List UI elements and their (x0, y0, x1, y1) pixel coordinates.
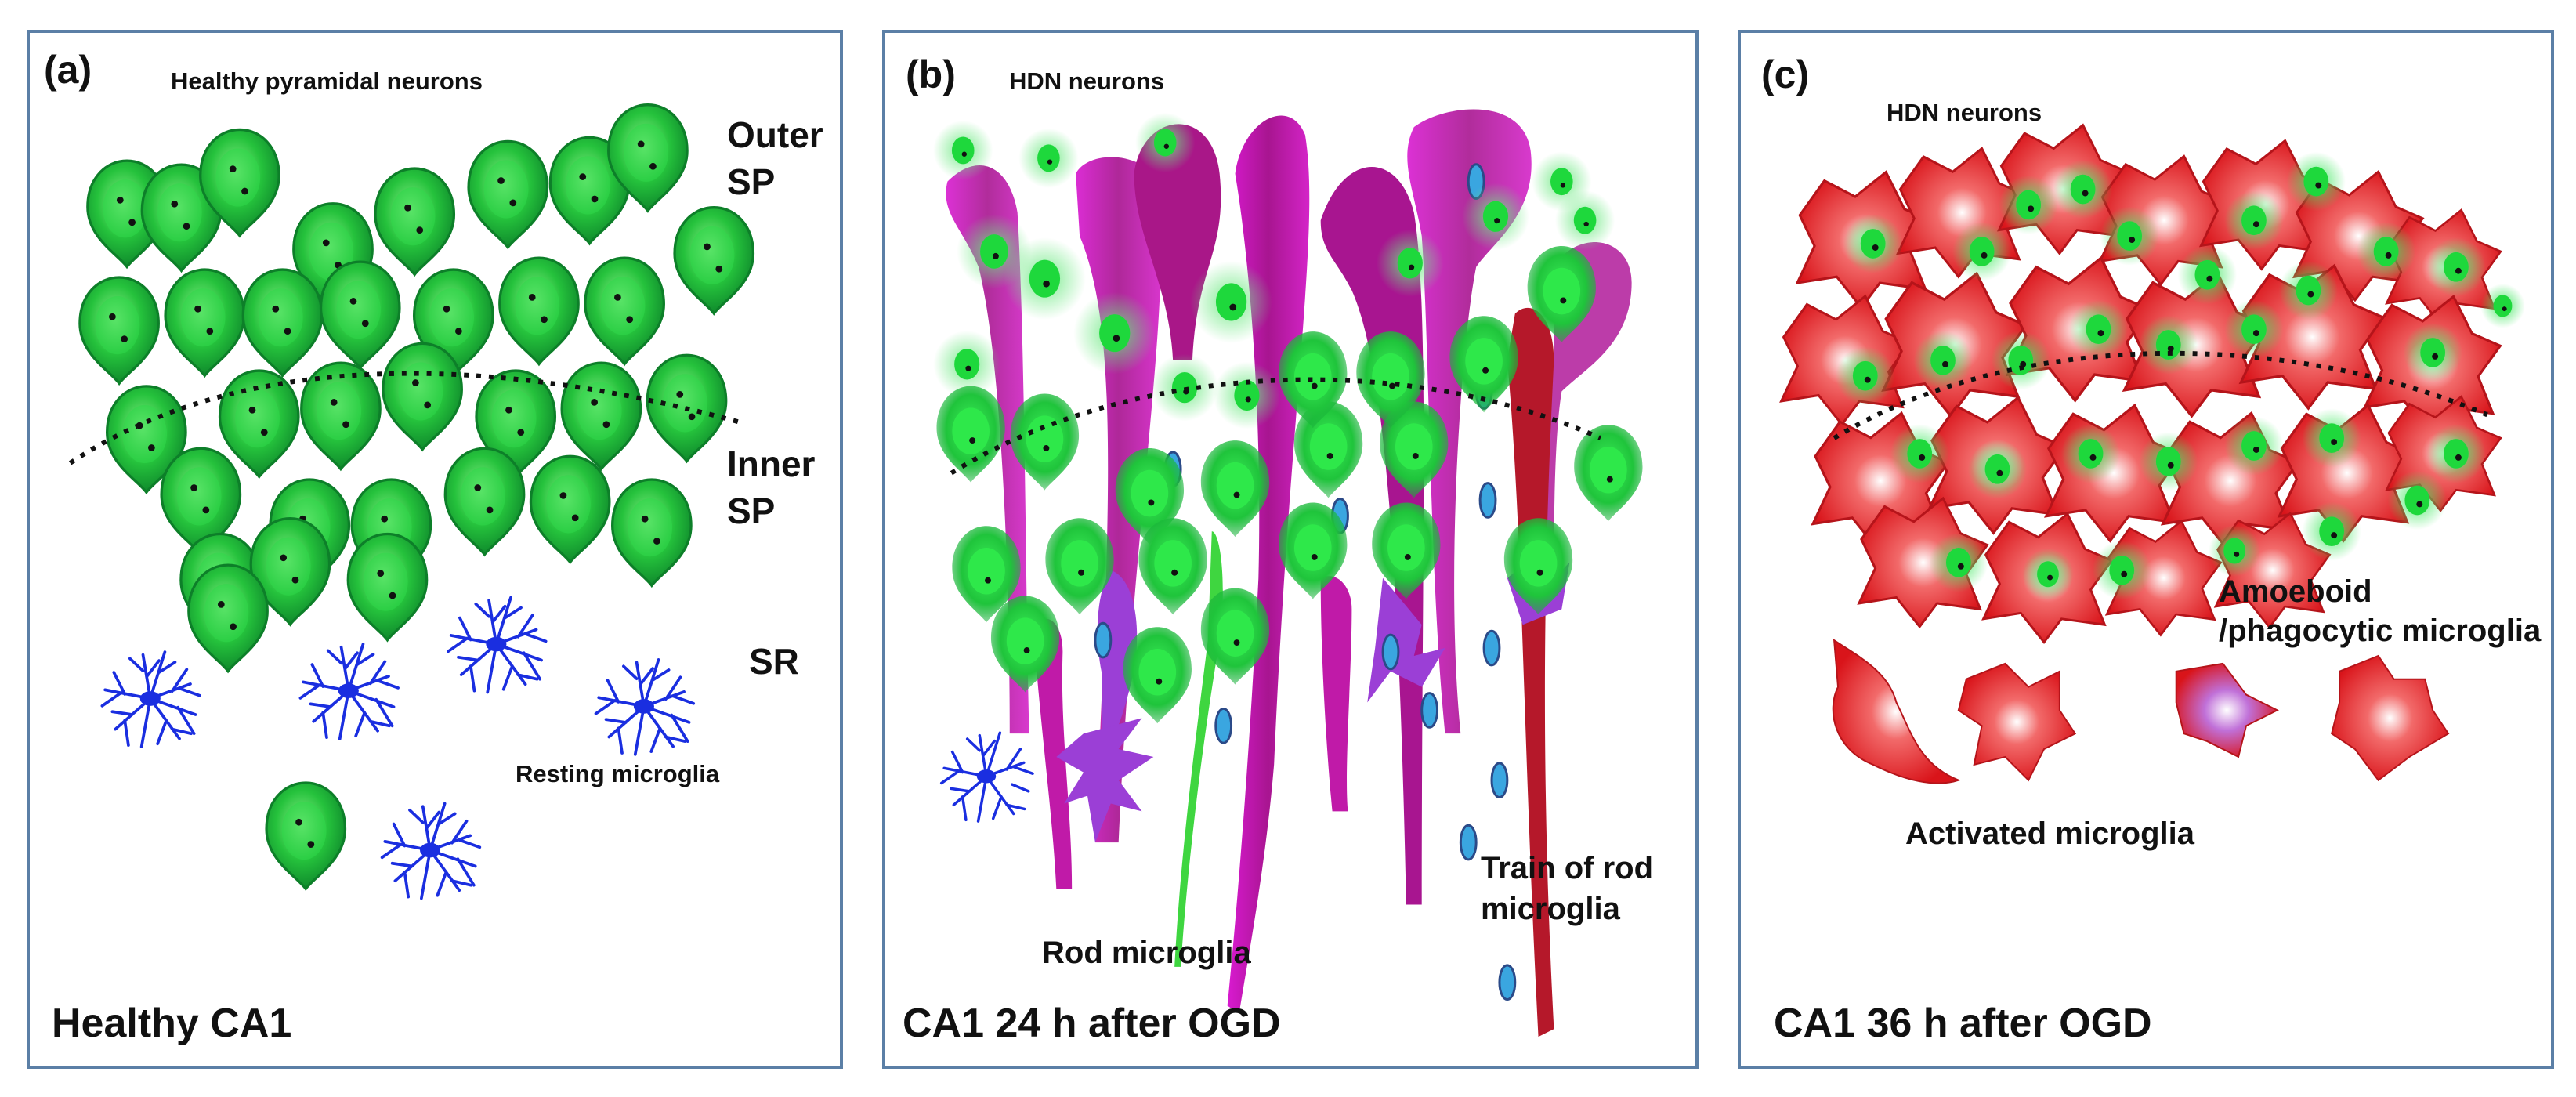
label-sr: SR (749, 641, 799, 682)
ca1-24h-illustration (933, 109, 1643, 1037)
panel-ca1-36h-after-ogd: (c) HDN neurons Amoeboid /phagocytic mic… (1738, 30, 2554, 1069)
label-healthy-pyramidal-neurons: Healthy pyramidal neurons (171, 67, 483, 95)
caption-ca1-36h: CA1 36 h after OGD (1774, 1001, 2152, 1046)
resting-microglia-group (100, 596, 696, 900)
sp-boundary-line (950, 377, 1602, 476)
label-inner-sp: Inner SP (727, 444, 816, 531)
caption-healthy-ca1: Healthy CA1 (52, 1001, 292, 1046)
label-hdn-neurons-b: HDN neurons (1009, 67, 1165, 95)
panel-healthy-ca1: (a) Healthy pyramidal neurons Outer SP I… (27, 30, 843, 1069)
label-hdn-neurons-c: HDN neurons (1887, 99, 2042, 126)
panel-letter-c: (c) (1761, 52, 1810, 96)
panel-letter-a: (a) (44, 48, 92, 92)
ca1-36h-illustration (1780, 124, 2525, 784)
label-rod-microglia: Rod microglia (1042, 936, 1251, 970)
label-resting-microglia: Resting microglia (516, 760, 720, 787)
panel-ca1-24h-after-ogd: (b) HDN neurons Rod microglia Train of r… (882, 30, 1699, 1069)
rod-microglia-cells (1056, 547, 1570, 843)
label-amoeboid-phagocytic-microglia: Amoeboid /phagocytic microglia (2219, 574, 2542, 648)
activated-microglia-group (1832, 639, 2450, 784)
caption-ca1-24h: CA1 24 h after OGD (903, 1001, 1281, 1046)
panel-letter-b: (b) (906, 52, 956, 96)
resting-microglia (939, 731, 1034, 823)
label-activated-microglia: Activated microglia (1905, 816, 2195, 851)
label-train-of-rod-microglia: Train of rod microglia (1481, 851, 1653, 926)
healthy-ca1-illustration (68, 103, 755, 900)
label-outer-sp: Outer SP (727, 114, 823, 202)
